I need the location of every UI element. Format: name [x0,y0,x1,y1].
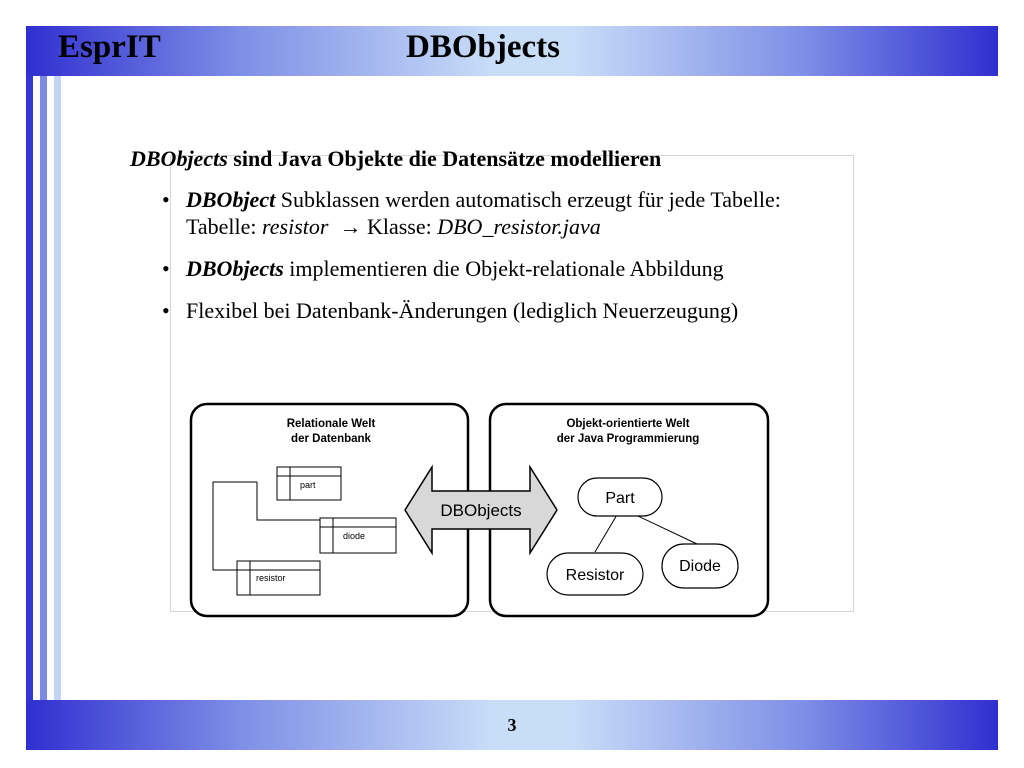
object-part: Part [577,477,663,517]
content-heading: DBObjects sind Java Objekte die Datensät… [130,146,661,172]
table-resistor-label: resistor [256,573,286,583]
subline-prefix: Tabelle: [186,214,263,239]
decor-stripe [40,76,47,700]
class-name: DBO_resistor.java [437,214,601,239]
table-name: resistor [262,214,329,239]
page-number: 3 [507,715,517,735]
object-part-label: Part [605,490,635,507]
decor-stripe [54,76,61,700]
table-part-label: part [300,480,316,490]
arrow-right-icon: → [339,214,362,239]
relational-title-line2: der Datenbank [291,433,371,445]
mapping-diagram: Relationale Welt der Datenbank part diod… [185,400,775,620]
table-part: part [276,466,342,501]
footer-bar: 3 [26,700,998,750]
decor-stripe [26,76,33,700]
double-arrow-icon: DBObjects [404,464,558,556]
bullet-term: DBObject [186,187,276,212]
diagram-svg: Relationale Welt der Datenbank part diod… [189,402,770,618]
bullet-term: DBObjects [186,256,284,281]
table-connectors [212,481,320,571]
heading-term: DBObjects [130,146,228,171]
list-item: • DBObjects implementieren die Objekt-re… [160,255,970,282]
bullet-text: Flexibel bei Datenbank-Änderungen (ledig… [186,298,739,323]
brand-label: EsprIT [58,29,161,65]
list-item: • Flexibel bei Datenbank-Änderungen (led… [160,297,970,324]
table-diode: diode [319,517,397,554]
center-arrow-label: DBObjects [440,501,521,520]
bullet-icon: • [162,256,170,281]
object-title-line1: Objekt-orientierte Welt [566,418,689,430]
subline-middle: Klasse: [361,214,438,239]
bullet-icon: • [162,298,170,323]
relational-title-line1: Relationale Welt [287,418,376,430]
table-diode-label: diode [343,531,365,541]
bullet-subline: Tabelle: resistor → Klasse: DBO_resistor… [186,213,970,240]
bullet-text: implementieren die Objekt-relationale Ab… [283,256,724,281]
object-title-line2: der Java Programmierung [557,433,700,445]
object-resistor-label: Resistor [566,567,625,584]
header-bar: EsprIT DBObjects [26,26,998,76]
object-resistor: Resistor [546,552,644,596]
slide-title: DBObjects [406,29,560,65]
object-diode: Diode [661,543,739,589]
object-diode-label: Diode [679,558,721,575]
table-resistor: resistor [236,560,321,596]
bullet-icon: • [162,187,170,212]
list-item: • DBObject Subklassen werden automatisch… [160,186,970,240]
bullet-text: Subklassen werden automatisch erzeugt fü… [275,187,781,212]
bullet-list: • DBObject Subklassen werden automatisch… [160,186,970,339]
heading-text: sind Java Objekte die Datensätze modelli… [227,146,662,171]
